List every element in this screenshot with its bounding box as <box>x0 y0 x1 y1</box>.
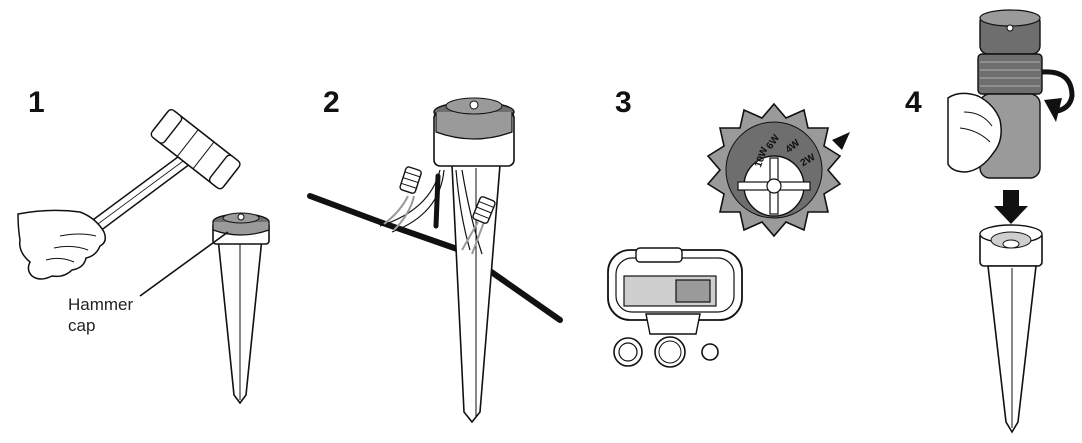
fixture-wires <box>379 169 483 255</box>
step-3-illustration: 10W 6W 4W 2W <box>607 102 850 368</box>
lens-rings <box>613 336 719 368</box>
wire-connector-1 <box>399 166 422 194</box>
step-number-4: 4 <box>905 86 922 119</box>
step-1-illustration <box>17 109 270 405</box>
rotate-arrow <box>1041 69 1075 115</box>
wattage-dial <box>706 102 850 238</box>
wire-connector-2 <box>472 196 496 224</box>
fixture-body <box>977 9 1043 179</box>
hand-holding-hammer <box>17 209 107 280</box>
step-4-illustration <box>947 9 1075 434</box>
hammer-cap-callout: Hammer cap <box>68 294 133 336</box>
hand-holding-fixture <box>947 92 1002 173</box>
callout-line-2: cap <box>68 316 96 335</box>
down-arrow <box>994 190 1028 224</box>
step-number-2: 2 <box>323 86 340 119</box>
hammer-head <box>150 109 241 190</box>
dial-pointer <box>832 132 850 150</box>
step-2-illustration <box>307 97 563 424</box>
step-number-3: 3 <box>615 86 632 119</box>
callout-line-1: Hammer <box>68 295 134 314</box>
callout-leader <box>139 231 229 297</box>
lens-holder <box>607 247 743 335</box>
step-number-1: 1 <box>28 86 45 119</box>
